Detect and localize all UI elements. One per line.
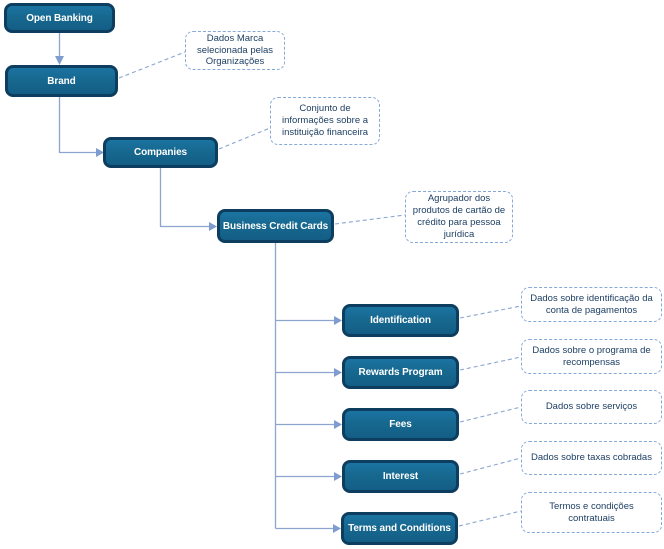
node-open-banking: Open Banking [4,3,115,33]
annotation-rewards-program: Dados sobre o programa de recompensas [521,339,662,374]
node-brand: Brand [5,65,118,97]
arrowhead-identification [334,316,342,325]
arrowhead-fees [334,420,342,429]
annotation-connector-interest [459,457,522,475]
node-identification: Identification [342,304,459,337]
annotation-identification: Dados sobre identificação da conta de pa… [521,287,662,322]
annotation-terms-and-conditions: Termos e condições contratuais [521,492,662,533]
annotation-connector-rewards-program [459,356,522,371]
annotation-connector-brand [118,51,186,79]
annotation-interest: Dados sobre taxas cobradas [521,441,662,475]
node-rewards-program: Rewards Program [342,356,459,389]
annotation-business-credit-cards: Agrupador dos produtos de cartão de créd… [405,191,513,243]
edge-companies-business-credit-cards [159,168,210,228]
edge-brand-companies [58,96,97,154]
annotation-connector-terms-and-conditions [458,510,522,527]
annotation-connector-identification [459,305,522,319]
annotation-connector-fees [459,406,522,423]
arrowhead-business-credit-cards [209,222,217,231]
node-business-credit-cards: Business Credit Cards [217,209,334,243]
annotation-connector-business-credit-cards [334,214,406,225]
node-terms-and-conditions: Terms and Conditions [341,512,458,545]
node-fees: Fees [342,408,459,441]
arrowhead-rewards-program [334,368,342,377]
annotation-brand: Dados Marca selecionada pelas Organizaçõ… [185,31,285,70]
node-interest: Interest [342,460,459,493]
arrowhead-brand [55,56,64,65]
node-companies: Companies [103,137,218,168]
arrowhead-terms-and-conditions [333,524,341,533]
arrowhead-interest [334,472,342,481]
annotation-fees: Dados sobre serviços [521,390,662,424]
annotation-connector-companies [218,127,271,150]
annotation-companies: Conjunto de informações sobre a institui… [270,97,380,145]
